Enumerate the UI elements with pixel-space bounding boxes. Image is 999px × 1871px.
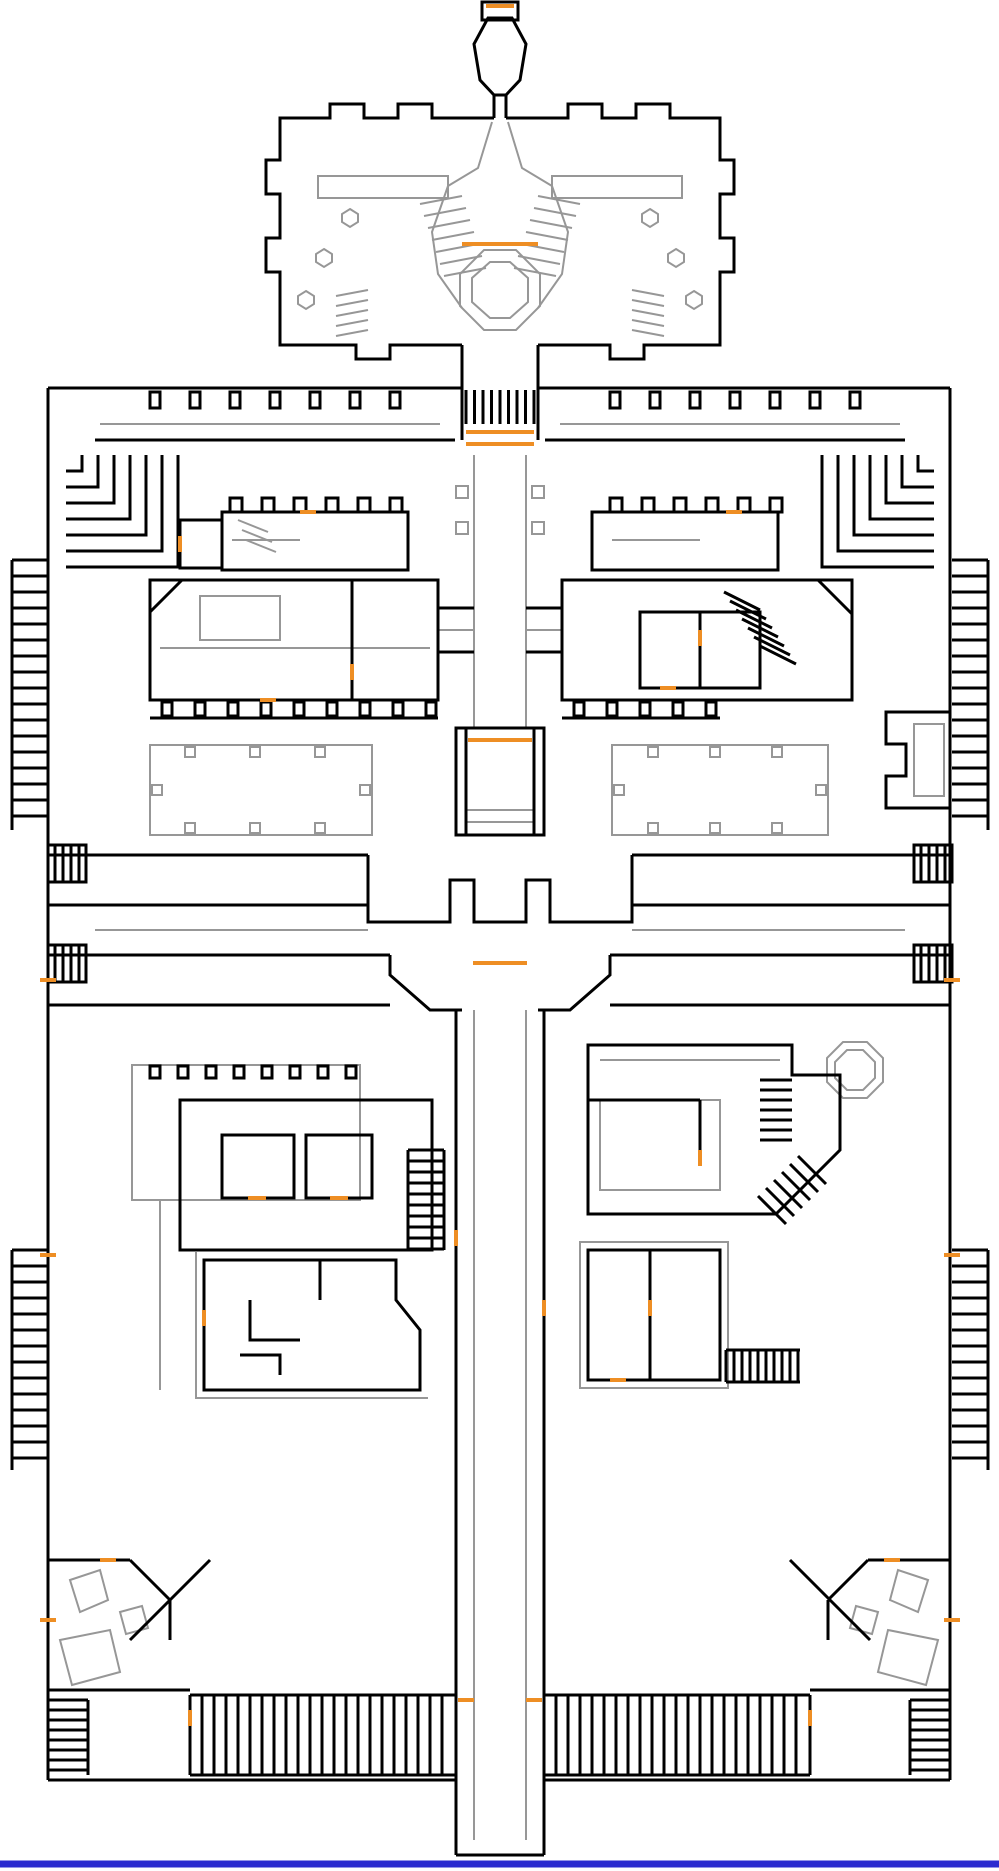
doors-orange — [40, 4, 960, 1726]
walls-black — [10, 0, 990, 1857]
